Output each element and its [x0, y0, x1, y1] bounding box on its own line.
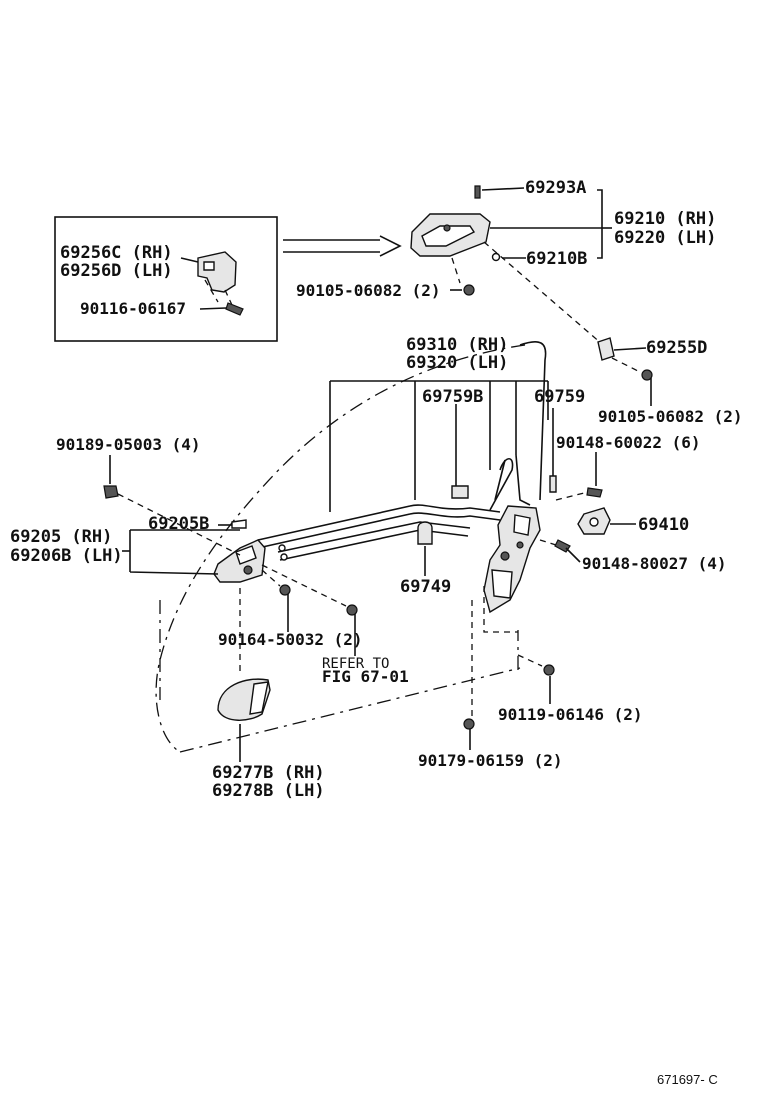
- screw-90105-a: [463, 284, 475, 296]
- screw-90105-b: [641, 369, 653, 381]
- label-90148-b: 90148-80027 (4): [582, 554, 727, 573]
- inset-arrow: [283, 235, 402, 257]
- label-69749: 69749: [400, 577, 451, 597]
- label-90164: 90164-50032 (2): [218, 630, 363, 649]
- figure-id: 671697- C: [657, 1072, 718, 1087]
- clip-69759: [549, 475, 557, 493]
- bolt-90179: [463, 718, 475, 730]
- trim-69277B: [217, 678, 271, 721]
- label-69278B: 69278B (LH): [212, 781, 325, 801]
- label-90189: 90189-05003 (4): [56, 435, 201, 454]
- screw-90148-60022: [586, 487, 603, 498]
- label-69205: 69205 (RH): [10, 527, 112, 547]
- label-69220: 69220 (LH): [614, 228, 716, 248]
- label-90105-b: 90105-06082 (2): [598, 407, 743, 426]
- label-69256C: 69256C (RH): [60, 243, 173, 263]
- label-69310: 69310 (RH): [406, 335, 508, 355]
- inside-handle-part: [410, 213, 491, 257]
- label-refer-1: REFER TO: [322, 656, 389, 672]
- clip-69293A: [474, 185, 481, 199]
- label-69293A: 69293A: [525, 178, 586, 198]
- label-90179: 90179-06159 (2): [418, 751, 563, 770]
- label-90148-a: 90148-60022 (6): [556, 433, 701, 452]
- bushing-69749: [417, 521, 433, 545]
- bolt-90164: [279, 584, 291, 596]
- label-69256D: 69256D (LH): [60, 261, 173, 281]
- bolt-refer: [346, 604, 358, 616]
- label-69410: 69410: [638, 515, 689, 535]
- label-90105-a: 90105-06082 (2): [296, 281, 441, 300]
- label-refer-2: FIG 67-01: [322, 667, 409, 686]
- label-69277B: 69277B (RH): [212, 763, 325, 783]
- label-69255D: 69255D: [646, 338, 707, 358]
- outside-handle-frame: [213, 539, 266, 583]
- label-69210B: 69210B: [526, 249, 587, 269]
- clip-69205B: [231, 519, 247, 529]
- cap-69210B: [491, 252, 501, 262]
- bolt-90189: [103, 485, 119, 499]
- inset-screw: [225, 302, 244, 316]
- label-69205B: 69205B: [148, 514, 209, 534]
- label-69759: 69759: [534, 387, 585, 407]
- label-69206B: 69206B (LH): [10, 546, 123, 566]
- door-lock-assembly: [483, 505, 541, 614]
- label-69320: 69320 (LH): [406, 353, 508, 373]
- striker-69410: [577, 507, 611, 535]
- inset-box: [54, 216, 278, 342]
- label-90116: 90116-06167: [80, 299, 186, 318]
- label-69759B: 69759B: [422, 387, 483, 407]
- clip-69759B: [451, 485, 469, 499]
- inset-bracket-part: [197, 251, 237, 293]
- bolt-90119: [543, 664, 555, 676]
- label-69210: 69210 (RH): [614, 209, 716, 229]
- bracket-69255D: [597, 337, 615, 361]
- label-90119: 90119-06146 (2): [498, 705, 643, 724]
